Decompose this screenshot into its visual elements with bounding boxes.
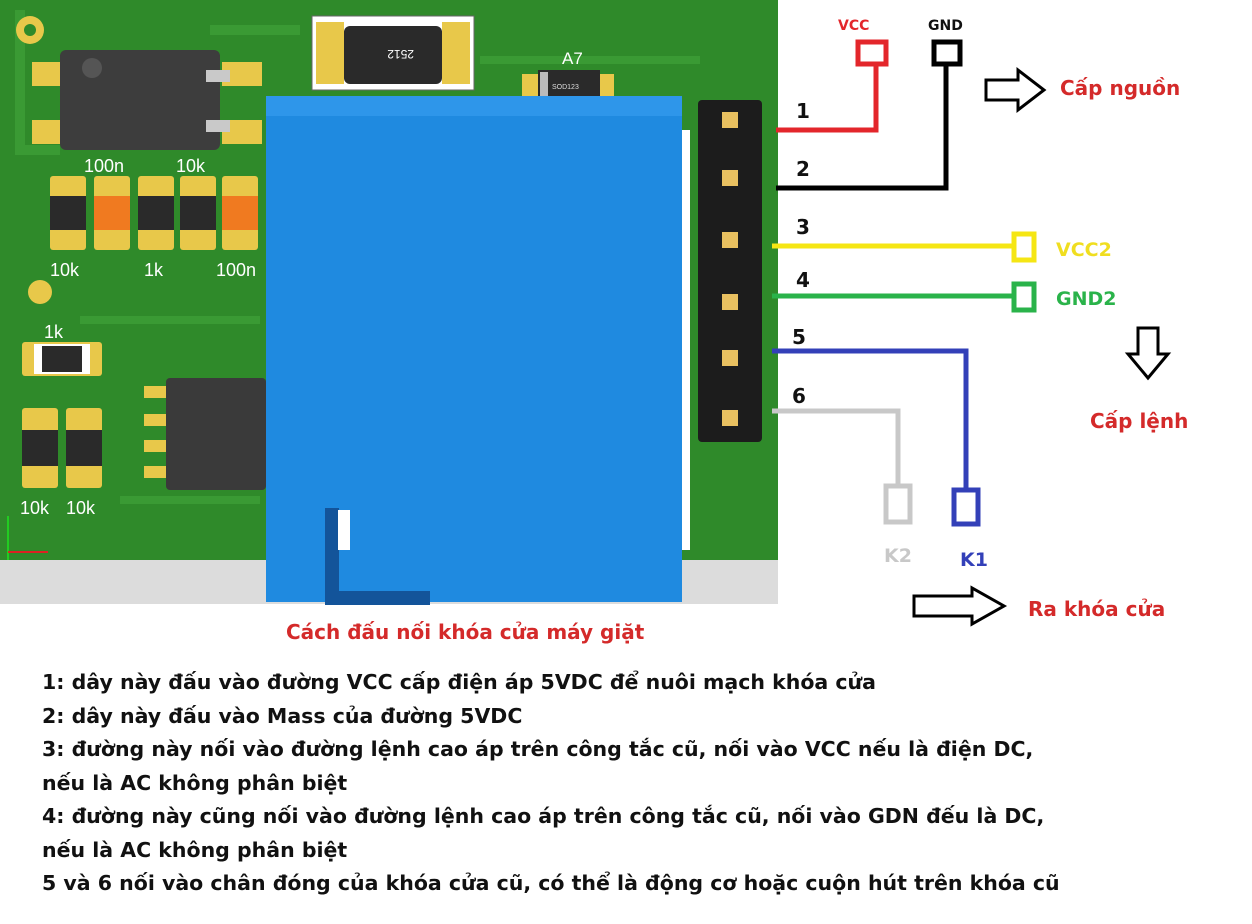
resistor-label: 2512 [387, 47, 414, 61]
row-label-1: 10k [50, 260, 80, 280]
wire-red [776, 56, 879, 133]
k1-terminal [951, 487, 981, 527]
mid-resistor-label: 1k [44, 322, 64, 342]
pin-number-4: 4 [796, 268, 810, 292]
k2-terminal [883, 483, 913, 525]
vcc2-label: VCC2 [1056, 239, 1112, 261]
pin-header [698, 100, 762, 442]
gnd-label: GND [928, 18, 963, 34]
command-label: Cấp lệnh [1090, 409, 1188, 433]
note-line-4: nếu là AC không phân biệt [42, 770, 348, 795]
vcc2-terminal [1011, 231, 1037, 263]
gnd-terminal [931, 39, 963, 67]
note-line-7: 5 và 6 nối vào chân đóng của khóa cửa cũ… [42, 871, 1060, 895]
arrow-right-icon [912, 585, 1008, 627]
note-line-6: nếu là AC không phân biệt [42, 837, 348, 862]
vcc-label: VCC [838, 18, 869, 34]
gnd2-label: GND2 [1056, 288, 1117, 310]
power-supply-label: Cấp nguồn [1060, 76, 1180, 100]
cap-label-2: 10k [176, 156, 206, 176]
diode-label: A7 [562, 49, 583, 68]
pin-number-5: 5 [792, 325, 806, 349]
row-label-2: 1k [144, 260, 164, 280]
note-line-5: 4: đường này cũng nối vào đường lệnh cao… [42, 804, 1045, 828]
wiring-notes: 1: dây này đấu vào đường VCC cấp điện áp… [42, 666, 1232, 901]
door-lock-output-label: Ra khóa cửa [1028, 597, 1165, 621]
pin-number-2: 2 [796, 157, 810, 181]
wire-gray [772, 408, 901, 486]
note-line-3: 3: đường này nối vào đường lệnh cao áp t… [42, 737, 1034, 761]
k2-label: K2 [884, 545, 912, 567]
k1-label: K1 [960, 549, 988, 571]
note-line-1: 1: dây này đấu vào đường VCC cấp điện áp… [42, 670, 876, 694]
cap-label-1: 100n [84, 156, 124, 176]
arrow-down-icon [1124, 326, 1172, 381]
pin-number-1: 1 [796, 99, 810, 123]
note-line-2: 2: dây này đấu vào Mass của đường 5VDC [42, 703, 523, 728]
gnd2-terminal [1011, 281, 1037, 313]
wire-black [776, 56, 949, 191]
wires [772, 39, 1037, 527]
vcc-terminal [855, 39, 889, 67]
diode-code: SOD123 [552, 84, 579, 91]
pin-number-3: 3 [796, 215, 810, 239]
bottom-label-1: 10k [20, 498, 50, 518]
diagram-caption: Cách đấu nối khóa cửa máy giặt [286, 620, 645, 644]
relay [266, 96, 682, 605]
arrow-right-icon [984, 66, 1047, 114]
pin-number-6: 6 [792, 384, 806, 408]
wire-blue [772, 348, 969, 490]
bottom-label-2: 10k [66, 498, 96, 518]
row-label-3: 100n [216, 260, 256, 280]
